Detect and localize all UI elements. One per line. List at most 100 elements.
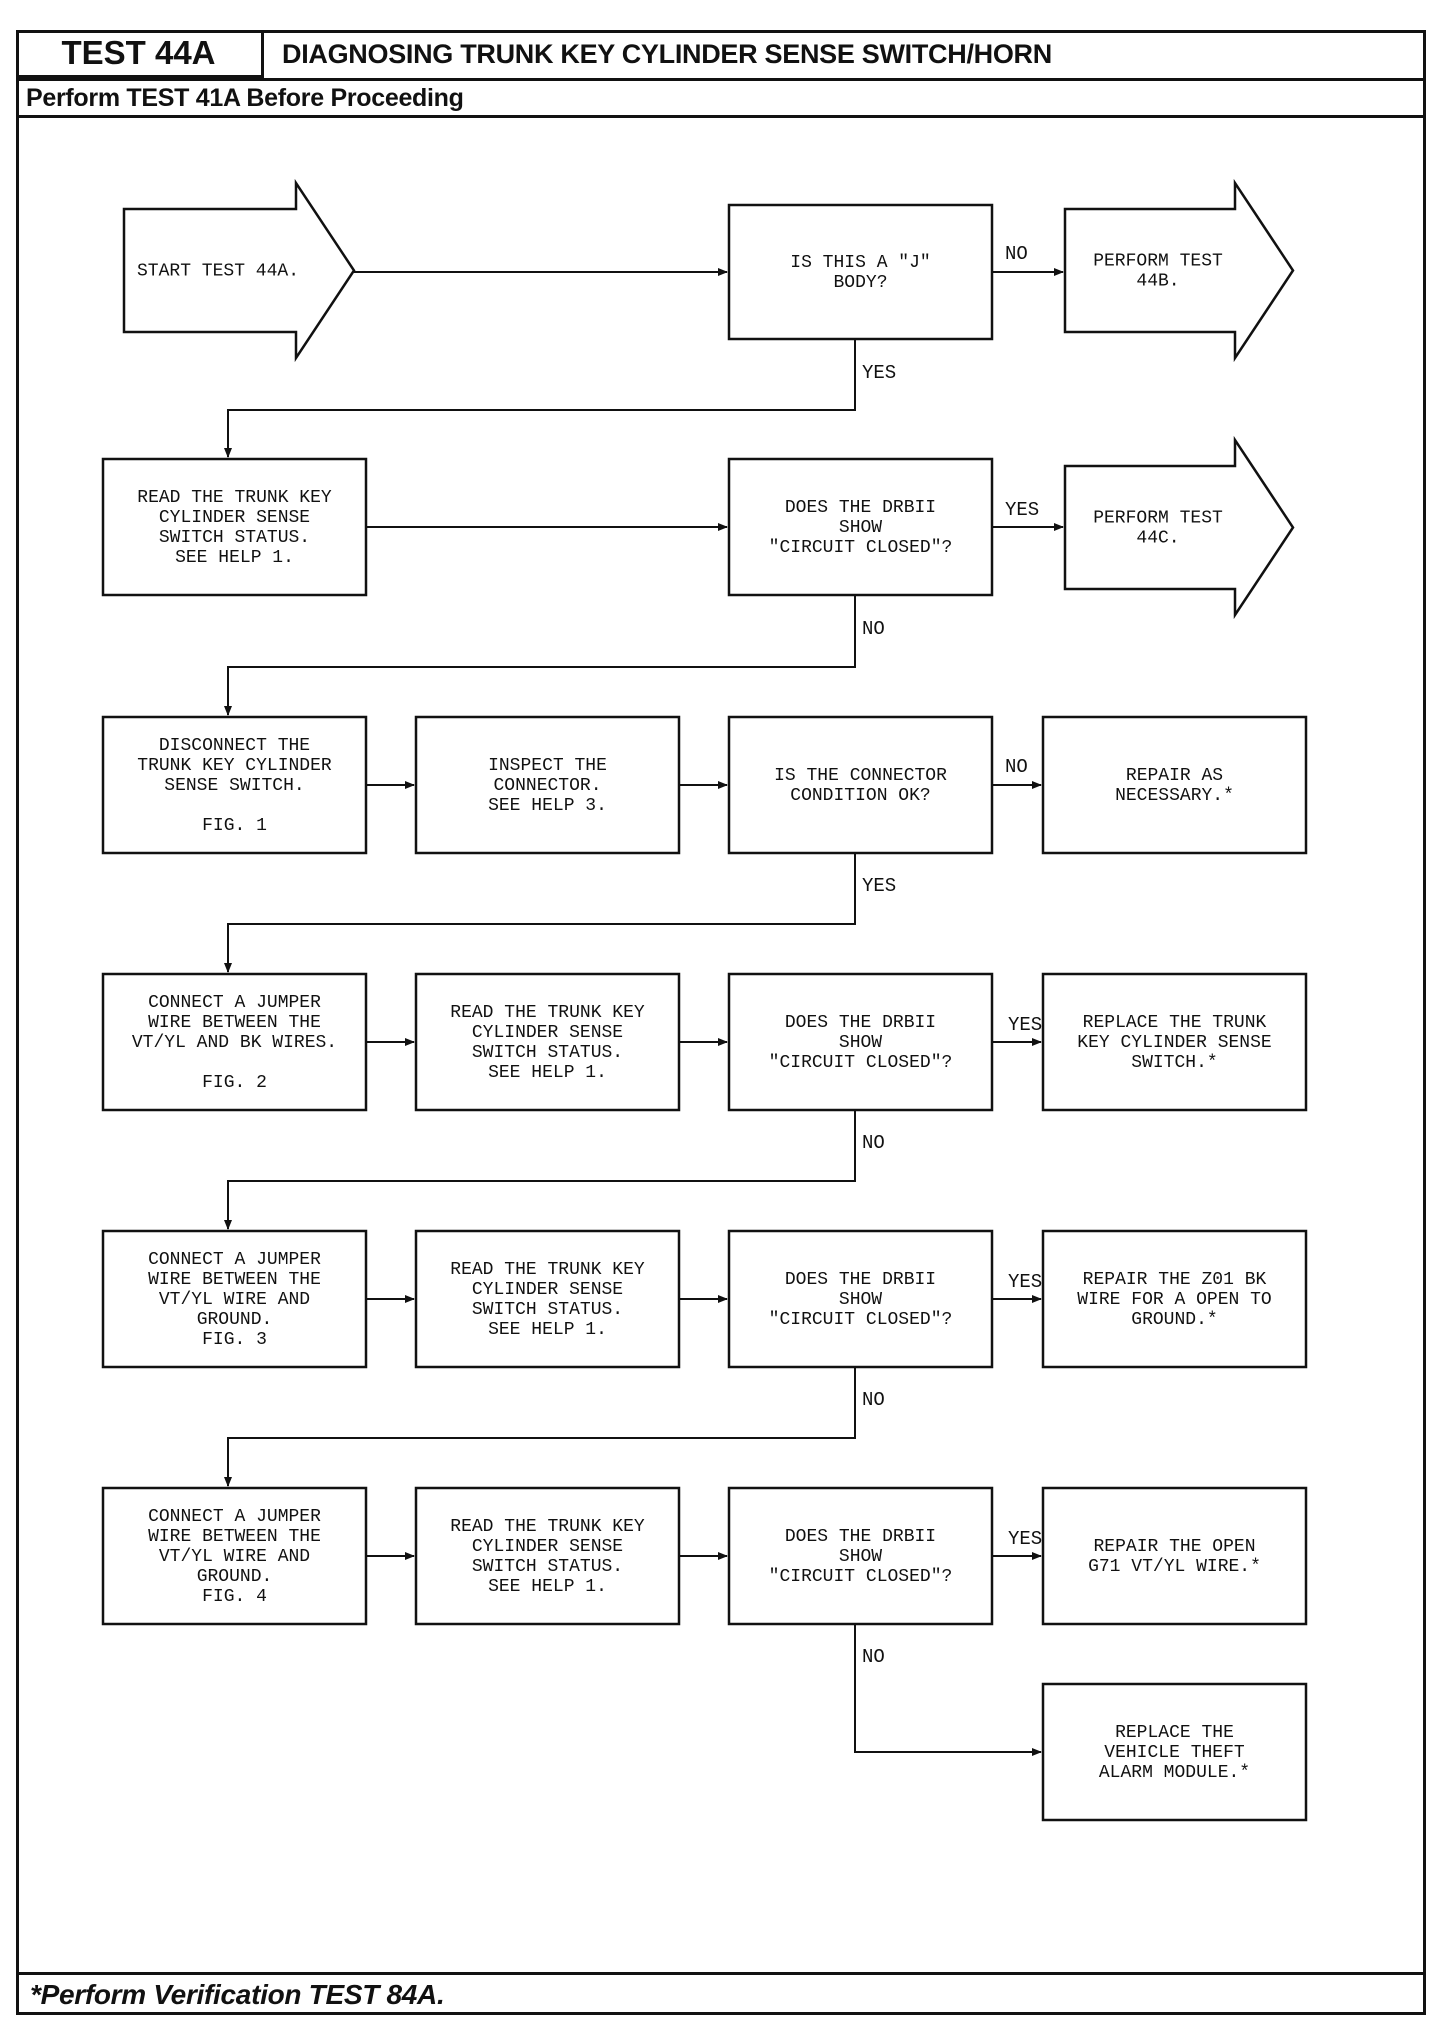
connector-arrow xyxy=(224,1367,856,1487)
node-text-line: SENSE SWITCH. xyxy=(164,776,304,796)
process-box xyxy=(101,715,368,855)
edge-label-conn-yes: YES xyxy=(862,875,896,897)
node-text-line: KEY CYLINDER SENSE xyxy=(1077,1033,1271,1053)
process-box xyxy=(1041,1486,1308,1626)
connector-arrow xyxy=(224,1110,856,1230)
node-text-line: SEE HELP 3. xyxy=(488,796,607,816)
node-text-line: TRUNK KEY CYLINDER xyxy=(137,756,332,776)
node-text-line: SWITCH.* xyxy=(1131,1053,1217,1073)
process-box xyxy=(1041,972,1308,1112)
terminal-arrow-shape xyxy=(1063,435,1295,620)
node-text-line: FIG. 3 xyxy=(202,1330,267,1350)
node-text-line: CYLINDER SENSE xyxy=(472,1023,623,1043)
process-box xyxy=(1041,1682,1308,1822)
test-id-label: TEST 44A xyxy=(16,30,264,78)
edge-label-j-no: NO xyxy=(1005,243,1028,265)
node-text-line: DOES THE DRBII xyxy=(785,1013,936,1033)
terminal-arrow-shape xyxy=(1063,178,1295,363)
node-text-line: "CIRCUIT CLOSED"? xyxy=(769,1053,953,1073)
node-text-line: READ THE TRUNK KEY xyxy=(450,1260,645,1280)
node-text-line: VT/YL WIRE AND xyxy=(159,1547,310,1567)
node-text-line: IS THIS A "J" xyxy=(790,253,930,273)
node-text-line: PERFORM TEST xyxy=(1093,509,1223,529)
header-divider xyxy=(16,78,1426,81)
process-box xyxy=(414,1229,681,1369)
process-box xyxy=(414,715,681,855)
edge-label-drbii3-yes: YES xyxy=(1008,1271,1042,1293)
edge-label-j-yes: YES xyxy=(862,362,896,384)
process-box xyxy=(101,457,368,597)
node-text-line: CONNECT A JUMPER xyxy=(148,993,321,1013)
node-text-line: DISCONNECT THE xyxy=(159,736,310,756)
node-text-line: "CIRCUIT CLOSED"? xyxy=(769,1567,953,1587)
node-text-line: WIRE BETWEEN THE xyxy=(148,1270,321,1290)
node-text-line: READ THE TRUNK KEY xyxy=(137,488,332,508)
node-text-line: CONNECT A JUMPER xyxy=(148,1507,321,1527)
page-frame xyxy=(16,30,1426,2015)
process-box xyxy=(414,972,681,1112)
node-start: START TEST 44A. xyxy=(122,178,356,363)
node-text-line: READ THE TRUNK KEY xyxy=(450,1517,645,1537)
node-text-line: G71 VT/YL WIRE.* xyxy=(1088,1557,1261,1577)
node-text-line: VEHICLE THEFT xyxy=(1104,1743,1245,1763)
connector-arrow xyxy=(224,853,856,973)
node-text-line: CONNECTOR. xyxy=(493,776,601,796)
edge-label-drbii1-no: NO xyxy=(862,618,885,640)
node-text-line: SEE HELP 1. xyxy=(488,1320,607,1340)
node-text-line: CYLINDER SENSE xyxy=(472,1280,623,1300)
process-box xyxy=(727,1486,994,1626)
node-text-line: BODY? xyxy=(833,273,887,293)
node-text-line: "CIRCUIT CLOSED"? xyxy=(769,1310,953,1330)
node-text-line: SWITCH STATUS. xyxy=(472,1557,623,1577)
node-text-line: VT/YL AND BK WIRES. xyxy=(132,1033,337,1053)
node-text-line: SHOW xyxy=(839,1033,882,1053)
edge-label-drbii2-yes: YES xyxy=(1008,1014,1042,1036)
node-text-line: SEE HELP 1. xyxy=(488,1063,607,1083)
prerequisite-divider xyxy=(16,115,1426,118)
node-text-line: INSPECT THE xyxy=(488,756,607,776)
process-box xyxy=(101,1486,368,1626)
node-text-line: SHOW xyxy=(839,1547,882,1567)
node-text-line: "CIRCUIT CLOSED"? xyxy=(769,538,953,558)
node-text-line: REPAIR THE OPEN xyxy=(1093,1537,1255,1557)
node-text-line: FIG. 4 xyxy=(202,1587,267,1607)
process-box xyxy=(414,1486,681,1626)
node-text-line: SWITCH STATUS. xyxy=(159,528,310,548)
node-text-line: PERFORM TEST xyxy=(1093,252,1223,272)
node-text-line: FIG. 2 xyxy=(202,1073,267,1093)
process-box xyxy=(1041,1229,1308,1369)
node-text-line: DOES THE DRBII xyxy=(785,1527,936,1547)
node-text-line: GROUND.* xyxy=(1131,1310,1217,1330)
node-text-line: SEE HELP 1. xyxy=(175,548,294,568)
connector-arrow xyxy=(854,1624,1042,1756)
process-box xyxy=(727,715,994,855)
connector-arrow xyxy=(224,595,856,716)
node-text-line: ALARM MODULE.* xyxy=(1099,1763,1250,1783)
node-text-line: REPAIR AS xyxy=(1126,766,1223,786)
node-text-line: SHOW xyxy=(839,1290,882,1310)
process-box xyxy=(727,457,994,597)
edge-label-drbii2-no: NO xyxy=(862,1132,885,1154)
node-text-line: CYLINDER SENSE xyxy=(472,1537,623,1557)
edge-label-conn-no: NO xyxy=(1005,756,1028,778)
node-text-line: GROUND. xyxy=(197,1567,273,1587)
node-text-line: 44B. xyxy=(1136,272,1179,292)
node-text-line: REPLACE THE TRUNK xyxy=(1083,1013,1267,1033)
node-text-line: FIG. 1 xyxy=(202,816,267,836)
